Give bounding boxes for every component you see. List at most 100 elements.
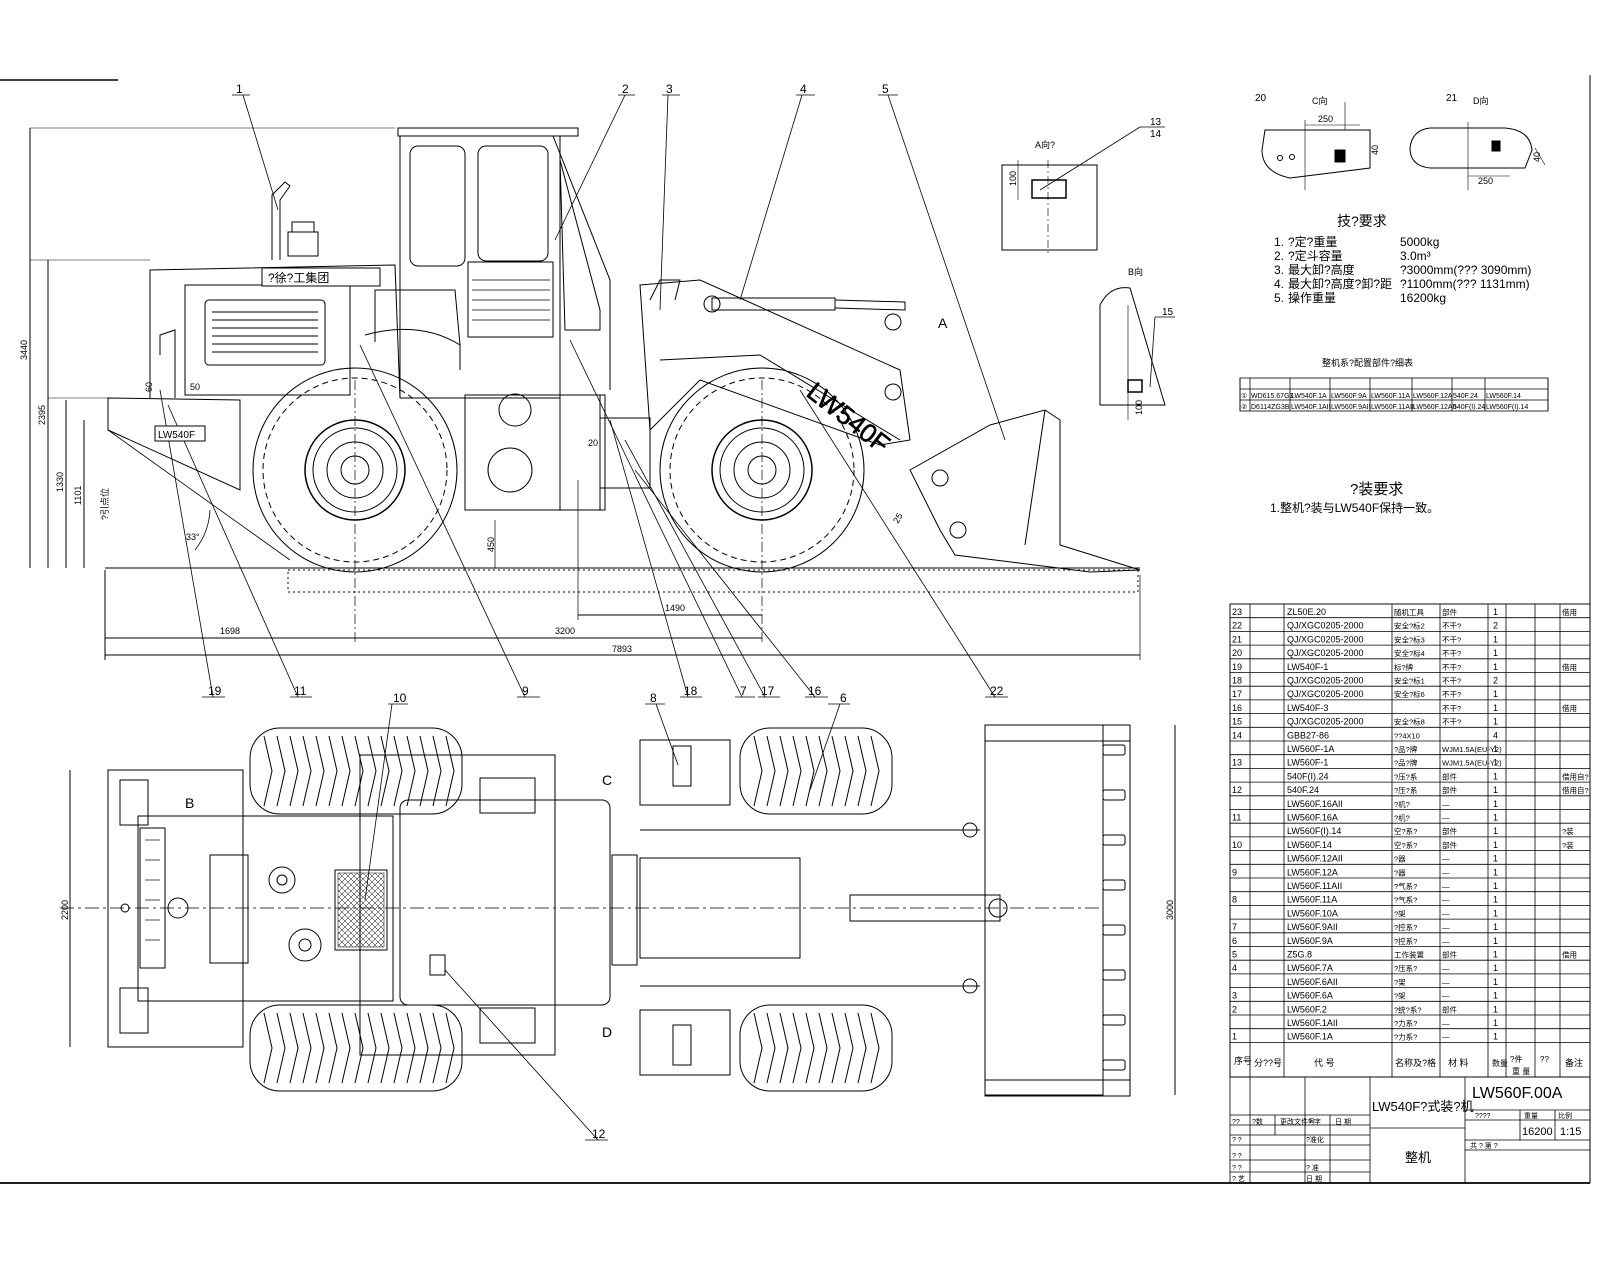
bom-cell: 540F(I).24 — [1287, 771, 1329, 781]
bom-cell: — — [1442, 882, 1450, 891]
bom-cell: LW560F.11A — [1287, 895, 1337, 905]
config-cell: 540F(I).24 — [1453, 404, 1485, 411]
dim-d-40: 40 — [1532, 152, 1542, 162]
title-block-cell: ? 艺 — [1232, 1175, 1245, 1183]
bom-cell: 1 — [1493, 1004, 1498, 1014]
tech-req-1-n: 1. — [1274, 235, 1284, 249]
bom-cell: 3 — [1232, 991, 1237, 1001]
bom-cell: 21 — [1232, 634, 1242, 644]
bom-cell: 9 — [1232, 867, 1237, 877]
tread-chevron — [263, 735, 273, 807]
bom-cell: 不干? — [1442, 690, 1461, 699]
config-cell: ② — [1241, 403, 1247, 411]
config-cell: WD615.67G3 — [1251, 393, 1294, 400]
bom-cell: 1 — [1493, 648, 1498, 658]
bom-cell: 不干? — [1442, 704, 1461, 713]
bom-cell: 1 — [1493, 1032, 1498, 1042]
bom-cell: 1 — [1493, 895, 1498, 905]
balloon-8: 8 — [650, 691, 657, 705]
bom-cell: 部件 — [1442, 1004, 1458, 1014]
rear-badge: LW540F — [158, 430, 195, 441]
tread-chevron — [380, 735, 390, 807]
bom-header-weight: 重 量 — [1512, 1066, 1530, 1076]
balloon-17: 17 — [761, 684, 775, 698]
bom-cell: 2 — [1232, 1004, 1237, 1014]
bom-cell: 1 — [1493, 758, 1498, 768]
bom-cell: 借用 — [1562, 703, 1577, 713]
balloon-20: 20 — [1255, 93, 1267, 104]
bom-cell: 安全?标3 — [1394, 634, 1425, 644]
balloon-5: 5 — [882, 82, 889, 96]
bom-cell: ?架 — [1394, 992, 1406, 1001]
tread-chevron — [779, 735, 789, 807]
bom-cell: ?架 — [1394, 909, 1406, 918]
bom-cell: 4 — [1232, 963, 1237, 973]
bom-cell: 部件 — [1442, 950, 1458, 960]
bom-cell: — — [1442, 978, 1450, 987]
title-block: LW560F.00A LW540F?式装?机 整机 ???? 重量 比例 162… — [1229, 1076, 1591, 1184]
assembly-requirements: ?装要求 1.整机?装与LW540F保持一致。 — [1270, 481, 1439, 515]
tread-chevron — [419, 735, 429, 807]
bom-cell: 不干? — [1442, 718, 1461, 727]
tread-chevron — [289, 735, 299, 807]
tech-req-3-label: 最大卸?高度 — [1288, 262, 1355, 277]
dim-2200: 2200 — [60, 900, 70, 920]
dim-450: 450 — [486, 537, 496, 552]
bom-cell: LW560F.16AII — [1287, 799, 1343, 809]
tread-chevron — [753, 1012, 763, 1084]
bom-cell: LW560F.1A — [1287, 1032, 1333, 1042]
bom-cell: LW560F.6A — [1287, 991, 1333, 1001]
bom-cell: QJ/XGC0205-2000 — [1287, 634, 1364, 644]
bom-cell: 6 — [1232, 936, 1237, 946]
bom-cell: — — [1442, 800, 1450, 809]
bom-cell: 8 — [1232, 895, 1237, 905]
bom-cell: ?器 — [1394, 855, 1406, 864]
bom-cell: 1 — [1493, 936, 1498, 946]
bom-cell: QJ/XGC0205-2000 — [1287, 717, 1364, 727]
bom-cell: 借用 — [1562, 607, 1577, 617]
title-block-cell: ?? — [1232, 1119, 1240, 1126]
bom-cell: 1 — [1493, 950, 1498, 960]
tech-requirements: 技?要求 1. ?定?重量 5000kg 2. ?定斗容量 3.0m³ 3. 最… — [1274, 213, 1531, 305]
bom-cell: 1 — [1493, 799, 1498, 809]
bom-cell: LW560F.9AII — [1287, 922, 1338, 932]
bom-header-unit-w: ?件 — [1510, 1054, 1522, 1064]
tread-chevron — [367, 1012, 377, 1084]
balloon-14: 14 — [1150, 129, 1162, 140]
bom-cell: 1 — [1493, 867, 1498, 877]
bom-cell: 不干? — [1442, 649, 1461, 658]
tread-chevron — [289, 1012, 299, 1084]
part-name: 整机 — [1405, 1150, 1431, 1165]
dim-25: 25 — [891, 511, 905, 525]
bom-cell: 安全?标4 — [1394, 648, 1425, 658]
config-cell: LW540F.1AII — [1291, 404, 1331, 411]
bom-cell: 部件 — [1442, 785, 1458, 795]
balloon-9: 9 — [522, 684, 529, 698]
view-letter-d: D — [602, 1024, 612, 1040]
bom-cell: 部件 — [1442, 607, 1458, 617]
bom-cell: ?架 — [1394, 978, 1406, 987]
bom-cell: 1 — [1493, 771, 1498, 781]
bom-header-part-no: 分??号 — [1254, 1058, 1282, 1068]
bom-header-name: 名称及?格 — [1395, 1057, 1436, 1068]
scale-value: 1:15 — [1560, 1126, 1581, 1138]
dim-60: 60 — [144, 382, 154, 392]
bom-cell: 1 — [1493, 744, 1498, 754]
bom-cell: 标?牌 — [1394, 662, 1414, 672]
balloon-19: 19 — [208, 684, 222, 698]
bom-cell: — — [1442, 937, 1450, 946]
bom-cell: 不干? — [1442, 663, 1461, 672]
bom-cell: 空?系? — [1394, 840, 1417, 850]
bom-cell: 部件 — [1442, 826, 1458, 836]
tread-chevron — [263, 1012, 273, 1084]
bom-cell: ?统?系? — [1394, 1004, 1422, 1014]
config-cell: LW560F.12AII — [1413, 404, 1457, 411]
bom-cell: 借用自? — [1562, 771, 1589, 781]
bom-cell: 16 — [1232, 703, 1242, 713]
dim-d-250: 250 — [1478, 176, 1493, 186]
bom-cell: — — [1442, 1019, 1450, 1028]
dim-3200: 3200 — [555, 626, 575, 636]
balloon-labels-side: 1 2 3 4 5 13 14 15 19 11 9 18 7 17 16 22… — [208, 82, 1458, 698]
tread-chevron — [341, 735, 351, 807]
